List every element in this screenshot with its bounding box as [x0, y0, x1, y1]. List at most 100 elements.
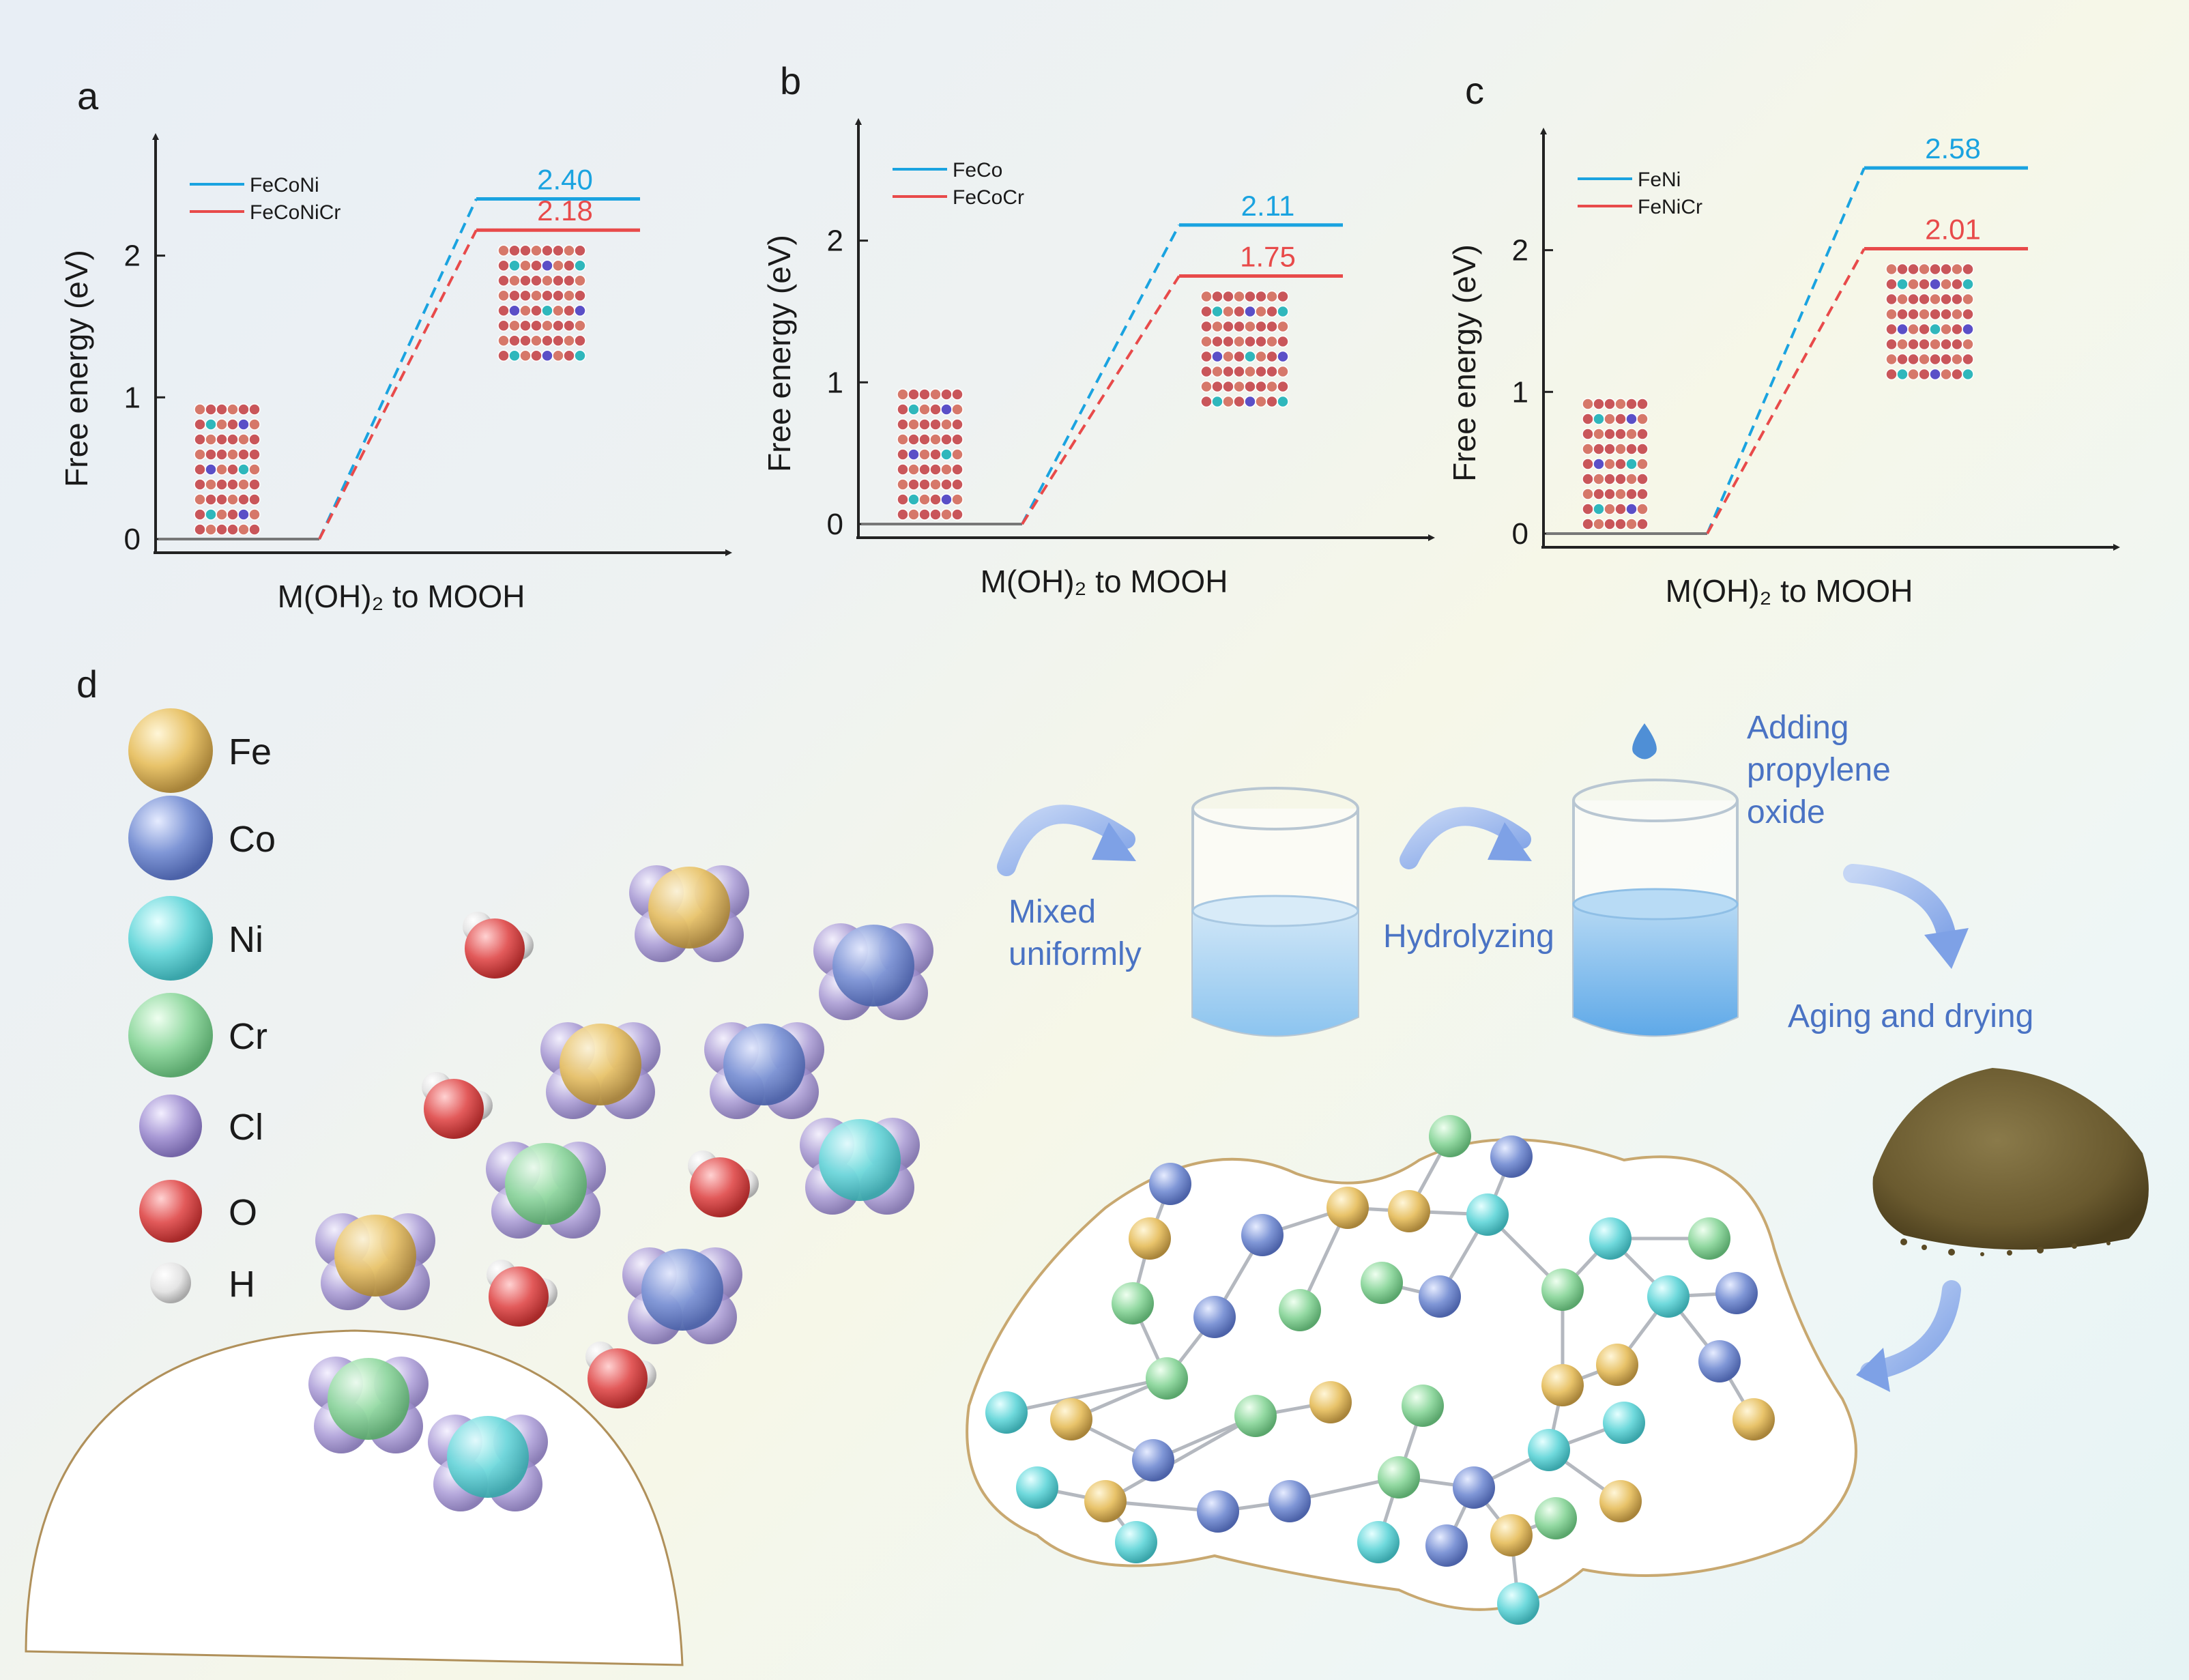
element-label-cr: Cr [229, 1016, 267, 1057]
beaker-hydrolyzing [1572, 779, 1739, 1037]
water-molecule [585, 1342, 656, 1408]
panel-letter-a: a [77, 74, 99, 117]
powder-product [1872, 1068, 2149, 1256]
final-structure-model [1885, 263, 1974, 381]
network-atom-fe [1733, 1398, 1775, 1440]
element-swatch-ni [128, 896, 213, 981]
network-atom-ni [1016, 1466, 1058, 1509]
element-label-o: O [229, 1192, 257, 1233]
metal-chloride-molecule [428, 1415, 548, 1511]
legend-entry: FeNi [1638, 169, 1681, 191]
sol-droplet-shape [25, 1329, 684, 1666]
y-tick-label: 1 [827, 366, 843, 399]
panel-letter-d: d [76, 663, 98, 706]
water-molecule [688, 1150, 759, 1217]
network-atom-co [1132, 1439, 1174, 1481]
y-tick-label: 2 [1512, 234, 1528, 267]
element-swatch-cr [128, 993, 213, 1077]
network-atom-co [1193, 1296, 1236, 1338]
network-atom-fe [1490, 1514, 1533, 1556]
network-atom-ni [1647, 1275, 1690, 1318]
network-bond [1104, 1414, 1257, 1503]
step-mixed-line1: Mixed [1009, 894, 1096, 930]
beaker-mixed [1191, 787, 1359, 1037]
network-atom-ni [1497, 1582, 1539, 1625]
legend-entry: FeCoNi [250, 174, 319, 197]
network-bond [1006, 1376, 1168, 1415]
arrow-head-icon [1488, 822, 1532, 861]
element-label-co: Co [229, 819, 276, 860]
initial-structure-model [1582, 398, 1649, 530]
metal-chloride-molecule [622, 1247, 742, 1344]
metal-chloride-molecule [813, 923, 933, 1020]
network-atom-fe [1327, 1187, 1369, 1229]
network-atom-co [1419, 1275, 1461, 1318]
element-swatch-cl [139, 1095, 202, 1157]
element-label-h: H [229, 1264, 255, 1305]
element-swatch-o [139, 1180, 202, 1243]
network-atom-cr [1541, 1269, 1584, 1311]
precursor-molecules [308, 865, 933, 1511]
network-atom-fe [1050, 1398, 1092, 1440]
network-atom-co [1241, 1214, 1284, 1256]
network-atom-ni [1466, 1193, 1509, 1236]
metal-chloride-molecule [315, 1213, 435, 1310]
data-label: 2.40 [537, 164, 593, 196]
y-tick-label: 2 [827, 225, 843, 258]
x-axis-title: M(OH)₂ to MOOH [278, 579, 525, 614]
network-atom-co [1197, 1490, 1239, 1533]
water-molecule [463, 912, 534, 979]
transition-line [1021, 224, 1180, 525]
transition-line [1021, 275, 1180, 525]
network-atom-fe [1599, 1480, 1642, 1522]
transition-line [1706, 167, 1866, 534]
element-label-fe: Fe [229, 732, 272, 772]
network-atom-ni [1357, 1521, 1400, 1563]
transition-line [318, 198, 478, 540]
y-tick-label: 1 [124, 381, 141, 414]
network-atom-ni [985, 1391, 1028, 1434]
y-tick-label: 2 [124, 240, 141, 273]
metal-chloride-molecule [540, 1022, 661, 1119]
network-atom-cr [1535, 1497, 1577, 1539]
network-atom-ni [1589, 1217, 1632, 1260]
network-atom-co [1715, 1272, 1758, 1314]
metal-chloride-molecule [486, 1142, 606, 1239]
element-swatch-co [128, 796, 213, 880]
network-atom-cr [1402, 1385, 1444, 1427]
element-label-ni: Ni [229, 919, 263, 960]
element-label-cl: Cl [229, 1107, 263, 1148]
final-structure-model [1200, 290, 1289, 408]
metal-chloride-molecule [704, 1022, 824, 1119]
y-axis-title: Free energy (eV) [59, 250, 94, 487]
initial-structure-model [897, 388, 963, 521]
arrow-head-icon [1856, 1348, 1890, 1392]
legend-entry: FeNiCr [1638, 196, 1702, 218]
network-atom-cr [1234, 1395, 1277, 1437]
x-axis-title: M(OH)₂ to MOOH [1666, 573, 1913, 609]
data-label: 2.58 [1925, 132, 1981, 164]
curved-arrow-icon [997, 805, 1135, 876]
metal-chloride-molecule [800, 1118, 920, 1215]
network-atom-co [1149, 1163, 1191, 1205]
network-atom-co [1698, 1340, 1741, 1382]
step-adding-line2: propylene [1747, 752, 1891, 788]
network-atom-co [1269, 1480, 1311, 1522]
legend-entry: FeCoNiCr [250, 201, 340, 224]
network-atom-ni [1528, 1429, 1570, 1471]
step-aging-drying: Aging and drying [1788, 998, 2033, 1034]
element-swatch-h [150, 1262, 191, 1303]
network-atom-fe [1084, 1480, 1127, 1522]
element-swatch-fe [128, 708, 213, 793]
step-mixed-line2: uniformly [1009, 936, 1142, 972]
y-tick-label: 0 [124, 523, 141, 556]
network-atom-cr [1279, 1289, 1321, 1331]
arrow-head-icon [1092, 822, 1136, 861]
